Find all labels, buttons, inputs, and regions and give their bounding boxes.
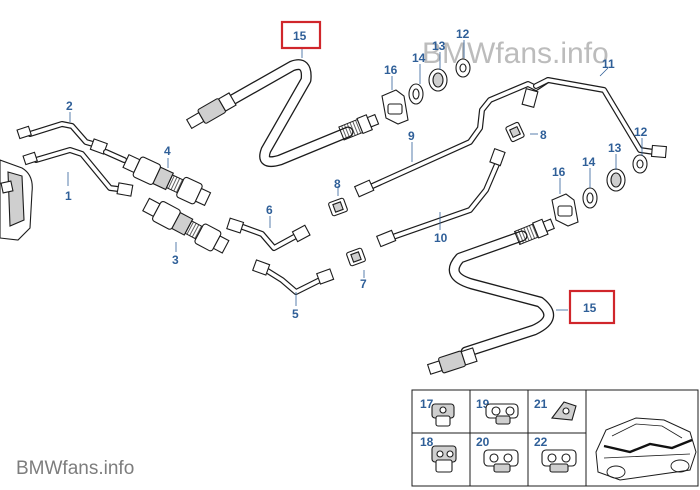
fitting-8-right bbox=[505, 121, 525, 143]
callout-16-bottom: 16 bbox=[552, 165, 566, 179]
brake-line-11 bbox=[521, 77, 668, 159]
clip-17: 17 bbox=[420, 397, 455, 427]
clip-20: 20 bbox=[476, 435, 519, 473]
callout-15-bottom-highlight: 15 bbox=[568, 289, 616, 325]
callout-12-right: 12 bbox=[634, 125, 648, 139]
clip-20-label: 20 bbox=[476, 435, 490, 449]
grommet-13-top bbox=[428, 68, 448, 92]
callout-16-top: 16 bbox=[384, 63, 398, 77]
valve-3 bbox=[142, 197, 230, 254]
callout-3: 3 bbox=[172, 253, 179, 267]
washer-14-right bbox=[582, 187, 598, 209]
fitting-8-left bbox=[328, 197, 348, 217]
brake-unit-partial bbox=[0, 159, 33, 241]
brake-line-10 bbox=[375, 148, 506, 248]
callout-15-bottom: 15 bbox=[583, 301, 597, 315]
callout-13-right: 13 bbox=[608, 141, 622, 155]
callout-12-top: 12 bbox=[456, 27, 470, 41]
nut-12-top bbox=[455, 58, 471, 78]
clip-21-label: 21 bbox=[534, 397, 548, 411]
callout-15-top-highlight: 15 bbox=[280, 20, 322, 50]
clip-18-label: 18 bbox=[420, 435, 434, 449]
callout-6: 6 bbox=[266, 203, 273, 217]
callout-9: 9 bbox=[408, 129, 415, 143]
clip-19: 19 bbox=[476, 397, 519, 425]
callout-8-right: 8 bbox=[540, 128, 547, 142]
callout-13-top: 13 bbox=[432, 39, 446, 53]
callout-15-top: 15 bbox=[293, 29, 307, 43]
washer-14-top bbox=[408, 83, 424, 105]
inset-panel: 17 19 21 18 20 bbox=[411, 389, 699, 487]
brake-line-5 bbox=[252, 259, 335, 295]
brake-line-6 bbox=[226, 217, 311, 251]
callout-8-left: 8 bbox=[334, 177, 341, 191]
car-outline-icon bbox=[595, 417, 697, 481]
clip-22-label: 22 bbox=[534, 435, 548, 449]
nut-12-right bbox=[632, 154, 648, 174]
clip-22: 22 bbox=[534, 435, 577, 473]
grommet-13-right bbox=[606, 168, 626, 192]
brake-line-1 bbox=[22, 147, 134, 197]
callout-7: 7 bbox=[360, 277, 367, 291]
clip-21: 21 bbox=[534, 397, 577, 421]
callout-14-right: 14 bbox=[582, 155, 596, 169]
callout-5: 5 bbox=[292, 307, 299, 321]
clip-18: 18 bbox=[420, 435, 457, 473]
watermark-top: BMWfans.info bbox=[422, 37, 609, 70]
callout-2: 2 bbox=[66, 99, 73, 113]
brake-hose-15-top bbox=[185, 59, 380, 168]
brake-line-2 bbox=[16, 121, 108, 155]
callout-14-top: 14 bbox=[412, 51, 426, 65]
clip-17-label: 17 bbox=[420, 397, 434, 411]
bracket-16-bottom bbox=[551, 193, 579, 227]
leader-lines bbox=[67, 40, 643, 311]
fitting-7 bbox=[346, 247, 366, 267]
callout-10: 10 bbox=[434, 231, 448, 245]
callout-1: 1 bbox=[65, 189, 72, 203]
watermark-bottom: BMWfans.info bbox=[16, 458, 134, 479]
callout-11: 11 bbox=[602, 57, 615, 71]
brake-hose-15-bottom bbox=[426, 218, 555, 375]
callout-4: 4 bbox=[164, 144, 171, 158]
bracket-16-top bbox=[381, 89, 409, 125]
valve-4 bbox=[103, 149, 212, 207]
